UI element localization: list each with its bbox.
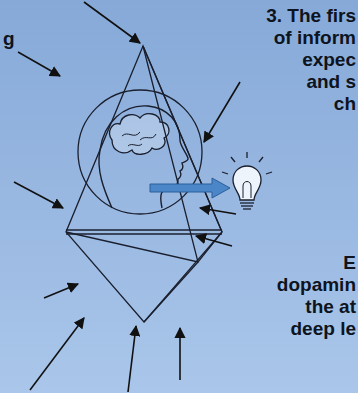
text-label: the at [305, 296, 356, 318]
text-label: deep le [291, 318, 356, 340]
brain-cloud [110, 114, 169, 155]
text-label: expec [302, 49, 356, 71]
text-label: ch [334, 93, 356, 115]
text-label: E [343, 252, 356, 274]
diamond-equator [66, 230, 222, 234]
text-label: 3. The firs [266, 5, 356, 27]
brain-folds [122, 132, 156, 146]
head-circle [78, 90, 202, 214]
text-label: g [3, 28, 15, 50]
input-arrows [14, 2, 240, 392]
text-label: and s [306, 71, 356, 93]
output-arrow [150, 178, 230, 198]
text-label: of inform [274, 27, 356, 49]
text-label: dopamin [277, 274, 356, 296]
light-bulb [222, 152, 272, 209]
